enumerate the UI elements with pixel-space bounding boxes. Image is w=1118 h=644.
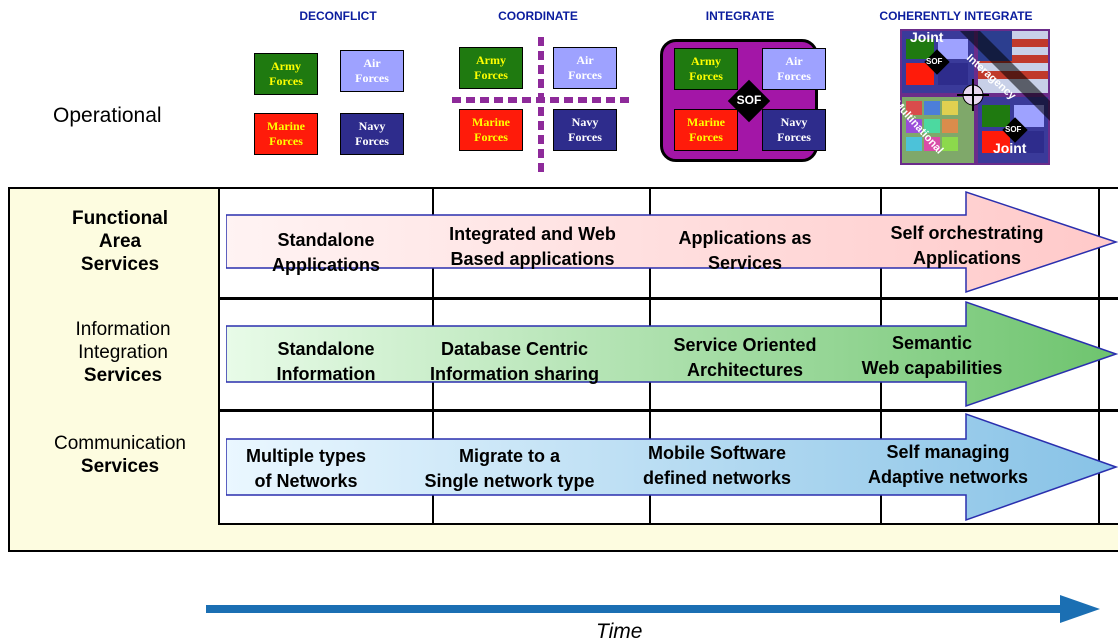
- stage-title-deconflict: DECONFLICT: [299, 9, 377, 23]
- row-arrow-communication: [226, 412, 1118, 522]
- coordination-divider-vertical: [538, 37, 544, 173]
- row-arrow-information: [226, 300, 1118, 408]
- sof-label-small: SOF: [926, 57, 943, 66]
- joint-bottom-label: Joint: [993, 140, 1027, 156]
- sof-label: SOF: [736, 93, 762, 107]
- coherent-integration-image: [900, 29, 1050, 165]
- grid-row-divider: [218, 409, 1118, 412]
- stage-title-integrate: INTEGRATE: [705, 9, 775, 23]
- time-label: Time: [596, 620, 643, 643]
- row-arrow-functional: [226, 190, 1118, 294]
- time-arrow: [206, 595, 1100, 623]
- joint-top-label: Joint: [910, 29, 944, 45]
- stage-title-coordinate: COORDINATE: [498, 9, 578, 23]
- operational-label: Operational: [53, 104, 162, 127]
- sof-label-small: SOF: [1005, 125, 1022, 134]
- stage-title-coherently-integrate: COHERENTLY INTEGRATE: [879, 9, 1033, 23]
- grid-row-divider: [218, 297, 1118, 300]
